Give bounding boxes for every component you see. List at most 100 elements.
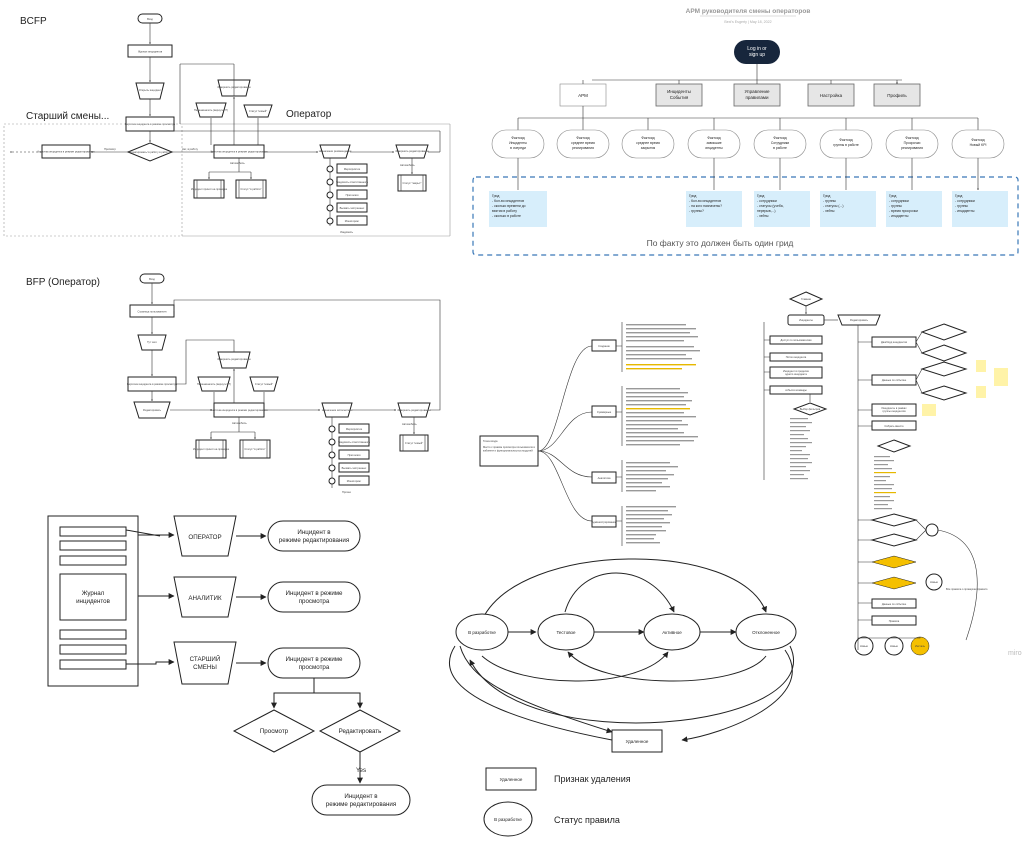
mindmap-branch-0 xyxy=(591,339,617,352)
svg-text:Редактировать: Редактировать xyxy=(143,408,162,412)
bcfp-node-closed xyxy=(397,174,427,192)
svg-text:Страница пользователя: Страница пользователя xyxy=(138,310,167,314)
svg-text:Статус "в работе": Статус "в работе" xyxy=(244,447,265,451)
apm-grid-0 xyxy=(489,191,547,227)
svg-text:Уведомить ответственного: Уведомить ответственного xyxy=(338,440,371,444)
bcfp-action-1 xyxy=(336,176,368,187)
rf-node-rules xyxy=(871,615,917,626)
svg-text:Назначение исполнителя: Назначение исполнителя xyxy=(322,408,353,412)
svg-text:Поток инцидента: Поток инцидента xyxy=(786,355,807,359)
svg-text:Грид- сотрудники- группы- инци: Грид- сотрудники- группы- инциденты xyxy=(955,194,975,213)
rf-node-event-data xyxy=(871,598,917,609)
states-diagram: В разработке Тестовое Активное Отклоненн… xyxy=(448,558,797,837)
roles-final-edit xyxy=(311,784,411,816)
bcfp-action-4 xyxy=(336,215,368,226)
svg-text:Администрирование: Администрирование xyxy=(592,520,617,524)
mindmap-branch-3 xyxy=(591,515,617,528)
svg-text:Суммарные: Суммарные xyxy=(597,410,612,414)
svg-text:Аналитика: Аналитика xyxy=(598,476,611,480)
svg-text:Карточка инцидента в режиме ре: Карточка инцидента в режиме редактирован… xyxy=(211,408,268,412)
apm-grid-4 xyxy=(886,191,942,227)
rf-node-access xyxy=(769,335,823,345)
svg-text:Статус "новый": Статус "новый" xyxy=(405,441,423,445)
svg-text:Вызвать экстренных: Вызвать экстренных xyxy=(340,206,365,210)
svg-text:Переназначить (вернуть?/?): Переназначить (вернуть?/?) xyxy=(197,382,231,386)
roles-result-analyst xyxy=(267,581,361,613)
state-rejected xyxy=(735,613,797,651)
svg-text:Грид- сотрудники- группы- врем: Грид- сотрудники- группы- время просрочк… xyxy=(889,194,918,218)
svg-text:Карточка инцидента в режиме пр: Карточка инцидента в режиме просмотра xyxy=(127,382,178,386)
svg-text:Настройка: Настройка xyxy=(820,92,843,98)
bfp-node-reassign xyxy=(197,376,231,392)
svg-text:Просмотр: Просмотр xyxy=(260,728,289,735)
apm-grids: Грид- Кол-во инцидентов- сколько времени… xyxy=(489,191,1008,227)
bfp-node-this xyxy=(137,334,167,351)
svg-text:Уведомить: Уведомить xyxy=(340,230,354,234)
bcfp-node-closed-label: Статус "закрыт" xyxy=(402,181,421,185)
apm-grid-group xyxy=(472,176,1019,256)
mindmap-branch-2 xyxy=(591,471,617,484)
svg-text:Данные по событию: Данные по событию xyxy=(882,378,906,382)
apm-title: АРМ руководителя смены операторов xyxy=(686,8,811,15)
bcfp-edge-view: Просмотр xyxy=(104,147,116,151)
svg-text:Мероприятие: Мероприятие xyxy=(344,167,361,171)
svg-text:Дашборд инцидентов: Дашборд инцидентов xyxy=(881,340,908,344)
svg-text:Уведомить ответственного: Уведомить ответственного xyxy=(336,180,369,184)
svg-text:Автомобиль: Автомобиль xyxy=(232,421,247,425)
svg-text:Профиль: Профиль xyxy=(887,93,907,98)
svg-text:АРМ: АРМ xyxy=(578,93,588,98)
svg-text:Отклоненное: Отклоненное xyxy=(752,630,780,635)
bcfp-action-3 xyxy=(336,202,368,213)
svg-text:Грид- сотрудники- статусы (уче: Грид- сотрудники- статусы (учеба,перерыв… xyxy=(757,194,784,218)
legend-status-text: Статус правила xyxy=(554,815,620,825)
rf-node-new-2 xyxy=(884,636,904,656)
rf-node-flow xyxy=(769,352,823,362)
state-active xyxy=(643,613,701,651)
svg-text:Мероприятие: Мероприятие xyxy=(346,427,363,431)
apm-note: По факту это должен быть один грид xyxy=(647,238,794,248)
bcfp-node-in-work-label: Статус "в работе" xyxy=(240,187,261,191)
bcfp-node-recommend xyxy=(319,144,351,159)
rf-node-edit xyxy=(837,314,881,326)
svg-text:Претензия: Претензия xyxy=(348,453,361,457)
apm-grid-2 xyxy=(754,191,810,227)
roles-result-operator xyxy=(267,520,361,552)
bcfp-edge-to-work: Нет, в работу xyxy=(182,147,199,151)
svg-text:Тут чего: Тут чего xyxy=(147,340,157,344)
legend-status-shape xyxy=(483,801,533,837)
bcfp-node-open-label: Открыть инцидент xyxy=(139,88,162,92)
bcfp-diagram: BCFP Старший смены... Оператор Вход Журн… xyxy=(3,13,451,237)
svg-text:АНАЛИТИК: АНАЛИТИК xyxy=(188,595,222,602)
bcfp-senior-lane-label: Старший смены... xyxy=(26,111,109,122)
svg-text:Создание: Создание xyxy=(598,344,610,348)
rf-node-team xyxy=(769,385,823,395)
bfp-node-finish-edit xyxy=(217,351,251,369)
bcfp-node-finish-edit-2 xyxy=(395,144,429,159)
svg-text:Собрать вместе: Собрать вместе xyxy=(884,424,904,428)
svg-text:Новые: Новые xyxy=(930,580,939,584)
apm-subtitle: Bexi's Esgerty | May 18, 2022 xyxy=(724,20,771,24)
bcfp-operator-lane xyxy=(181,123,451,237)
svg-text:Тестовое: Тестовое xyxy=(556,630,576,635)
bcfp-node-decision-label: Редактировать/ в работу в работу? xyxy=(129,150,172,154)
rf-node-inside xyxy=(769,366,823,379)
bcfp-node-edit-card-senior-label: Карточка инцидента в режиме редактирован… xyxy=(38,150,95,154)
bcfp-node-view-card-label: Карточка инцидента в режиме просмотра xyxy=(125,122,176,126)
bcfp-edge-auto-1: Автомобиль xyxy=(230,161,245,165)
svg-text:ОПЕРАТОР: ОПЕРАТОР xyxy=(188,534,221,541)
rf-node-collect xyxy=(871,420,917,431)
bcfp-node-decision xyxy=(126,142,174,162)
